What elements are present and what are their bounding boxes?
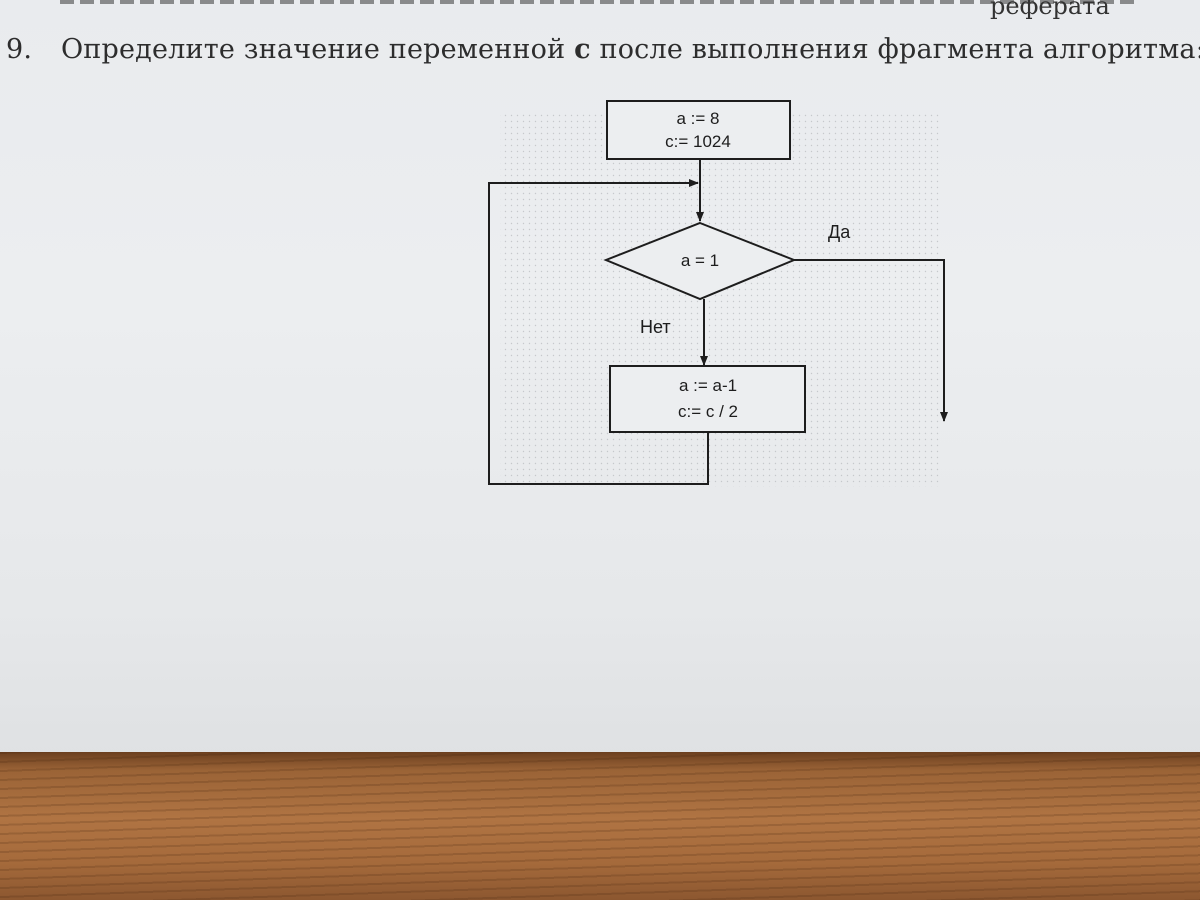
init-line-1: a := 8 (676, 109, 719, 128)
question-text: 9. Определите значение переменной с посл… (6, 34, 1200, 65)
loop-line-1: a := a-1 (679, 376, 737, 395)
yes-label: Да (828, 222, 851, 242)
no-label: Нет (640, 317, 671, 337)
init-line-2: c:= 1024 (665, 132, 731, 151)
question-number: 9. (6, 34, 33, 65)
loop-line-2: c:= c / 2 (678, 402, 738, 421)
paper-sheet: реферата 9. Определите значение переменн… (0, 0, 1200, 758)
loop-block (609, 365, 806, 433)
cut-off-text-fragment: реферата (990, 0, 1110, 20)
wooden-desk (0, 752, 1200, 900)
question-variable: с (574, 34, 591, 65)
question-text-after: после выполнения фрагмента алгоритма: (599, 34, 1200, 65)
decision-condition: a = 1 (681, 251, 719, 270)
connector-yes-branch (794, 259, 948, 422)
question-text-before: Определите значение переменной (60, 34, 566, 65)
flowchart: a := 8 c:= 1024 a = 1 Да Нет a := a-1 c:… (488, 100, 948, 487)
connector-loop-back (488, 179, 709, 485)
cut-off-text-line (60, 0, 1140, 4)
decision-diamond (603, 221, 797, 301)
cut-off-word: реферата (990, 0, 1110, 20)
init-block (606, 100, 791, 160)
